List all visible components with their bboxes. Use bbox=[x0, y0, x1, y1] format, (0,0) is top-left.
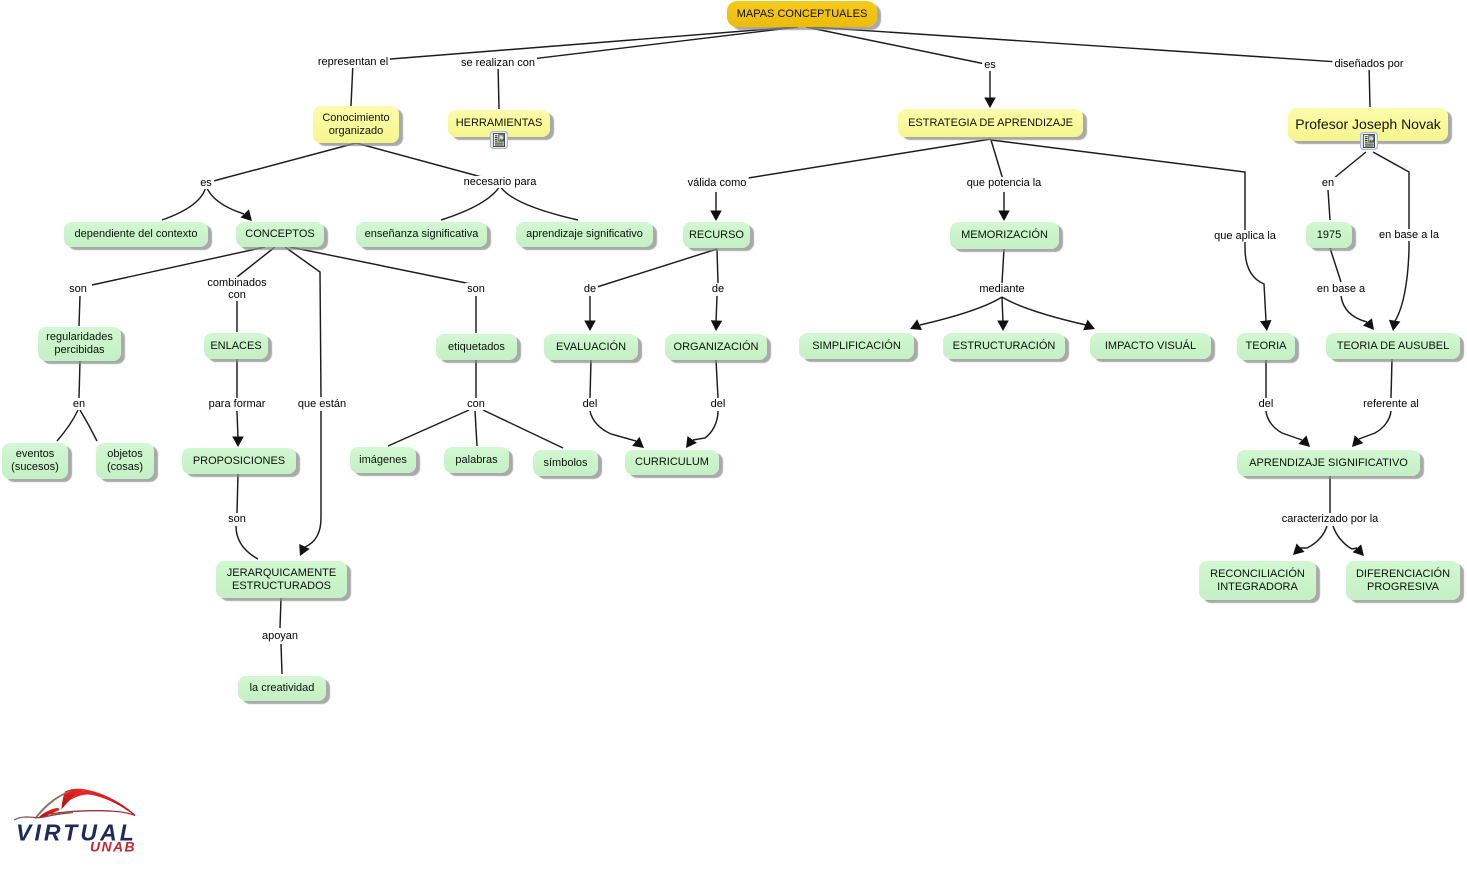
svg-text:UNAB: UNAB bbox=[90, 839, 136, 855]
svg-text:VIRTUAL: VIRTUAL bbox=[16, 820, 137, 846]
